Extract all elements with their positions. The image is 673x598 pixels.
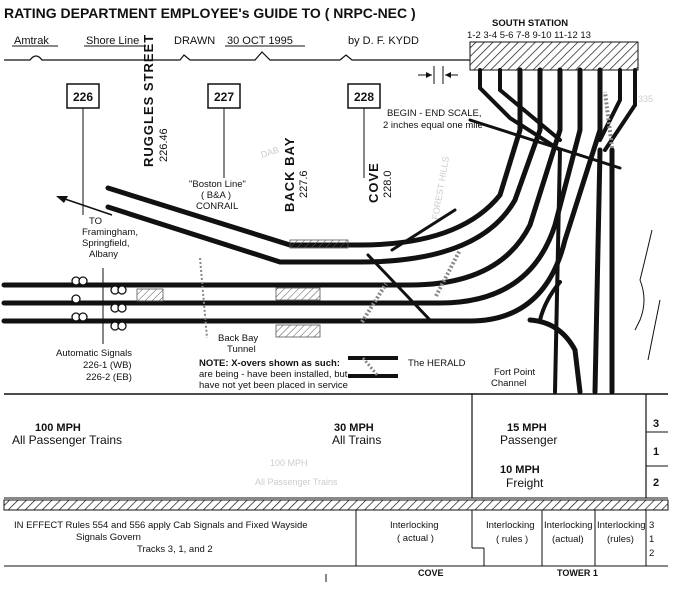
speed-track-number: 2 xyxy=(653,477,659,489)
location-names: RUGGLES STREET 226.46 BACK BAY 227.6 COV… xyxy=(141,34,394,212)
to-arrow xyxy=(61,197,113,216)
interlocking-t3-state: (rules) xyxy=(607,534,634,545)
track-boston-line-1 xyxy=(105,67,523,248)
tunnel-label: Back Bay xyxy=(218,333,258,344)
ruggles-street-mile: 226.46 xyxy=(158,128,170,162)
ghost-text-c: 100 MPH xyxy=(270,458,308,468)
ghost-text-e: 335 xyxy=(638,94,653,104)
back-bay-name: BACK BAY xyxy=(282,137,297,212)
automatic-signals xyxy=(71,268,127,344)
cove-name: COVE xyxy=(366,162,381,203)
station-platform xyxy=(469,41,639,71)
interlocking-t2: Interlocking xyxy=(544,520,593,531)
speed-desc: Passenger xyxy=(500,433,557,447)
track-main-3 xyxy=(1,67,563,288)
speed-table: 100 MPH All Passenger Trains 30 MPH All … xyxy=(4,393,668,499)
auto-signals-label: 226-1 (WB) xyxy=(83,360,132,371)
milepost-226 xyxy=(66,83,100,109)
drawn-date: 30 OCT 1995 xyxy=(227,35,293,47)
ghost-text-d: All Passenger Trains xyxy=(255,477,338,487)
note-label: are being - have been installed, but xyxy=(199,369,348,380)
speed-desc: All Passenger Trains xyxy=(12,433,122,447)
rules-track-number: 3 xyxy=(649,520,654,531)
scale-label: 2 inches equal one mile xyxy=(383,120,483,131)
milepost-228 xyxy=(347,83,381,109)
to-label: TO xyxy=(89,216,102,227)
drawn-label: DRAWN xyxy=(174,35,215,47)
note-label: NOTE: X-overs shown as such: xyxy=(199,358,340,369)
station-lead xyxy=(478,68,562,152)
station-tracks: 1-2 3-4 5-6 7-8 9-10 11-12 13 xyxy=(467,30,591,41)
rules-track-number: 2 xyxy=(649,548,654,559)
milepost-227 xyxy=(207,83,241,109)
speed-mph: 100 MPH xyxy=(35,422,81,434)
ghost-text-b: FOREST HILLS xyxy=(430,156,451,221)
rules-tracks: Tracks 3, 1, and 2 xyxy=(137,544,213,555)
tracks xyxy=(1,67,637,395)
speed-mph: 15 MPH xyxy=(507,422,547,434)
auto-signals-label: 226-2 (EB) xyxy=(86,372,132,383)
speed-mph: 30 MPH xyxy=(334,422,374,434)
speed-track-number: 1 xyxy=(653,446,659,458)
south-station: SOUTH STATION 1-2 3-4 5-6 7-8 9-10 11-12… xyxy=(467,18,639,71)
rules-signals-govern: Signals Govern xyxy=(76,532,141,543)
header: RATING DEPARTMENT EMPLOYEE's GUIDE TO ( … xyxy=(4,5,470,61)
speed-track-number: 3 xyxy=(653,418,659,430)
interlocking-cove: Interlocking xyxy=(390,520,439,531)
boston-line-label: CONRAIL xyxy=(196,201,238,212)
rules-in-effect: IN EFFECT Rules 554 and 556 apply Cab Si… xyxy=(14,520,308,531)
herald-crossing xyxy=(366,253,432,322)
cove-footer-label: COVE xyxy=(418,568,444,578)
track-boston-line-2 xyxy=(105,67,543,265)
ghost-text-a: DAB xyxy=(260,145,281,160)
track-tower-1 xyxy=(592,147,603,395)
tunnel-portal xyxy=(199,257,208,339)
fort-point-label: Fort Point xyxy=(494,367,536,378)
rules-table: IN EFFECT Rules 554 and 556 apply Cab Si… xyxy=(4,510,668,582)
page-title: RATING DEPARTMENT EMPLOYEE's GUIDE TO ( … xyxy=(4,5,416,21)
interlocking-t2-state: (actual) xyxy=(552,534,584,545)
station-name: SOUTH STATION xyxy=(492,18,568,29)
note-label: have not yet been placed in service xyxy=(199,380,348,391)
interlocking-t3: Interlocking xyxy=(597,520,646,531)
line-owner: Amtrak xyxy=(14,35,49,47)
to-label: Springfield, xyxy=(82,238,130,249)
interlocking-t1-state: ( rules ) xyxy=(496,534,528,545)
scale-label: BEGIN - END SCALE, xyxy=(387,108,482,119)
interlocking-cove-state: ( actual ) xyxy=(397,533,434,544)
speed-desc: Freight xyxy=(506,476,544,490)
tower-footer-label: TOWER 1 xyxy=(557,568,598,578)
speed-desc: All Trains xyxy=(332,433,381,447)
labels: "Boston Line" ( B&A ) CONRAIL BEGIN - EN… xyxy=(56,66,536,391)
track-fort-point xyxy=(527,317,583,395)
speed-mph: 10 MPH xyxy=(500,464,540,476)
tunnel-label: Tunnel xyxy=(227,344,256,355)
fort-point-label: Channel xyxy=(491,378,526,389)
to-label: Albany xyxy=(89,249,118,260)
ruggles-street-name: RUGGLES STREET xyxy=(141,34,156,167)
boston-line-label: "Boston Line" xyxy=(189,179,246,190)
boston-line-label: ( B&A ) xyxy=(201,190,231,201)
line-name: Shore Line xyxy=(86,35,139,47)
channel-bank xyxy=(634,229,661,361)
author: by D. F. KYDD xyxy=(348,35,419,47)
to-label: Framingham, xyxy=(82,227,138,238)
interlocking-t1: Interlocking xyxy=(486,520,535,531)
auto-signals-label: Automatic Signals xyxy=(56,348,132,359)
milepost-markers: 226 227 228 xyxy=(66,83,381,215)
rules-track-number: 1 xyxy=(649,534,654,545)
herald-label: The HERALD xyxy=(408,358,466,369)
milepost-label: 226 xyxy=(73,90,93,104)
cove-mile: 228.0 xyxy=(382,170,394,198)
border-line xyxy=(4,51,470,61)
track-main-2 xyxy=(1,67,603,324)
milepost-label: 228 xyxy=(354,90,374,104)
back-bay-mile: 227.6 xyxy=(298,170,310,198)
xovers xyxy=(136,91,614,338)
milepost-label: 227 xyxy=(214,90,234,104)
divider-bar xyxy=(3,499,669,511)
track-main-1 xyxy=(1,67,583,306)
